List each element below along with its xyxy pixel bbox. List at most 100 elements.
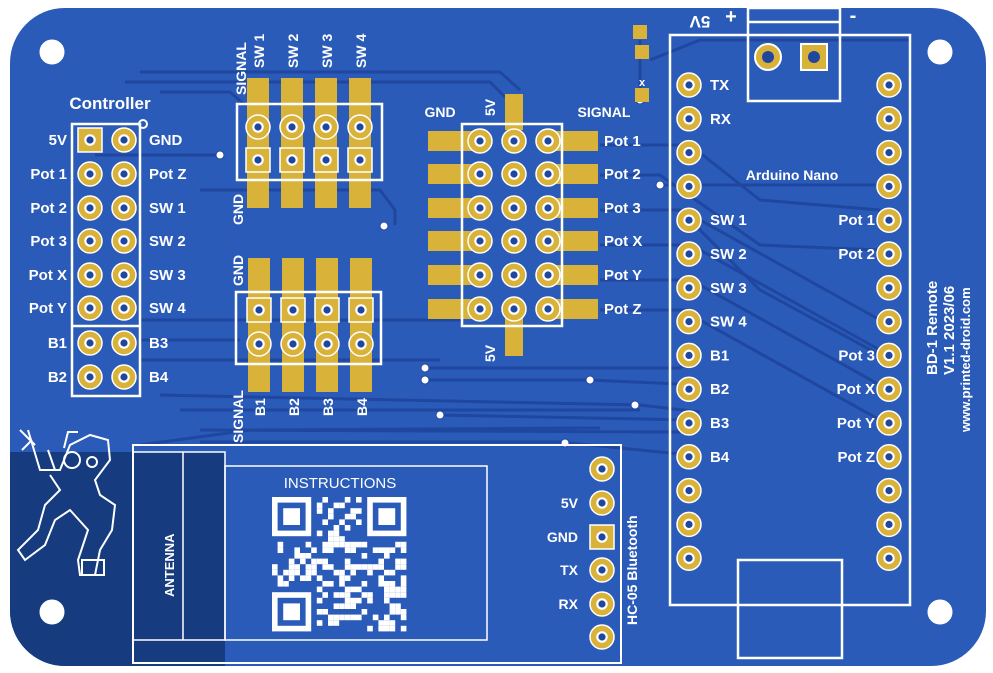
switch-signal-pad [245, 114, 271, 140]
bluetooth-pad [589, 624, 615, 650]
switch-bar [281, 78, 303, 208]
pot-5v-bar-bottom [505, 316, 523, 356]
arduino-pad-left [676, 207, 702, 233]
controller-pad-left [77, 195, 103, 221]
arduino-pad-left [676, 308, 702, 335]
controller-left-label: B2 [48, 369, 67, 386]
controller-left-label: Pot 2 [30, 200, 67, 217]
board-version: V1.1 2023/06 [941, 286, 958, 375]
pot-signal-bar [548, 265, 598, 285]
switch-gnd-pad [245, 147, 271, 173]
controller-left-label: B1 [48, 335, 67, 352]
pot-gnd-bar [428, 231, 476, 251]
controller-pad-right [111, 262, 137, 288]
arduino-pad-right [876, 72, 902, 98]
switch-signal-label: SIGNAL [233, 42, 249, 95]
controller-pad-right [111, 364, 137, 390]
pot-signal-pad [535, 195, 561, 221]
pot-signal-pad [535, 128, 561, 154]
controller-pad-right [111, 195, 137, 221]
power-connector: + - 5V [689, 5, 856, 103]
pot-gnd-bar [428, 299, 476, 319]
arduino-pad-left [676, 241, 702, 267]
switch-header-outline [235, 102, 384, 182]
bluetooth-pad [589, 456, 615, 482]
arduino-outline [668, 33, 912, 607]
button-gnd-pad [246, 297, 272, 323]
power-connector-outline [746, 6, 842, 103]
switch-column-label: SW 3 [319, 34, 335, 68]
arduino-pad-right [876, 207, 902, 233]
controller-left-label: Pot Y [29, 300, 67, 317]
mounting-hole-top-left [39, 39, 65, 65]
pot-gnd-bar [428, 265, 476, 285]
power-5v-label: 5V [689, 12, 710, 31]
board-title: BD-1 Remote [924, 281, 941, 375]
arduino-right-label: Pot 3 [838, 347, 875, 364]
arduino-pad-left [676, 106, 702, 132]
arduino-right-label: Pot 1 [838, 212, 875, 229]
controller-right-label: SW 3 [149, 267, 186, 284]
switch-signal-pad [347, 114, 373, 140]
pot-5v-pad [501, 161, 527, 187]
pot-signal-pad [535, 262, 561, 288]
pot-5v-pad [501, 262, 527, 288]
instructions-label: INSTRUCTIONS [284, 475, 397, 492]
pot-signal-bar [548, 164, 598, 184]
arduino-pad-right [876, 545, 902, 571]
arduino-pad-left [676, 275, 702, 301]
controller-pad-right [111, 295, 137, 321]
button-column-label: B3 [320, 398, 336, 416]
arduino-left-label: B2 [710, 381, 729, 398]
button-signal-pad [280, 331, 306, 357]
arduino-left-label: SW 1 [710, 212, 747, 229]
usb-connector-outline [736, 558, 844, 660]
mounting-holes [39, 39, 953, 625]
pot-gnd-pad [467, 161, 493, 187]
arduino-left-label: TX [710, 77, 729, 94]
bluetooth-pad [589, 524, 615, 550]
pot-label: Pot 1 [604, 133, 641, 150]
pot-label: Pot X [604, 233, 642, 250]
arduino-pad-left [676, 410, 702, 436]
arduino-right-label: Pot 2 [838, 246, 875, 263]
bd1-droid-icon [16, 429, 117, 576]
pot-5v-pad [501, 195, 527, 221]
bluetooth-pin-label: GND [547, 529, 578, 545]
controller-right-label: SW 1 [149, 200, 186, 217]
arduino-pad-right [876, 106, 902, 132]
bluetooth-pads [589, 456, 615, 650]
controller-right-label: B4 [149, 369, 169, 386]
bluetooth-pad [589, 591, 615, 617]
controller-right-label: B3 [149, 335, 168, 352]
small-smd-parts: x [633, 25, 649, 102]
pot-gnd-pad [467, 296, 493, 322]
pot-signal-bar [548, 299, 598, 319]
arduino-pad-left [676, 545, 702, 571]
bluetooth-pin-label: TX [560, 562, 579, 578]
switch-bar [349, 78, 371, 208]
button-header-pads [246, 297, 374, 357]
arduino-pad-left [676, 511, 702, 538]
switch-header-pads [245, 114, 373, 173]
x-mark: x [639, 77, 646, 89]
pot-label: Pot Y [604, 267, 642, 284]
arduino-pad-right [876, 477, 902, 504]
controller-pad-left [77, 295, 103, 321]
pot-gnd-pad [467, 228, 493, 254]
button-bar [316, 258, 338, 392]
controller-right-label: SW 4 [149, 300, 186, 317]
arduino-left-label: SW 2 [710, 246, 747, 263]
arduino-left-label: B3 [710, 415, 729, 432]
board-info: BD-1 Remote V1.1 2023/06 www.printed-dro… [924, 281, 973, 433]
button-bar [282, 258, 304, 392]
